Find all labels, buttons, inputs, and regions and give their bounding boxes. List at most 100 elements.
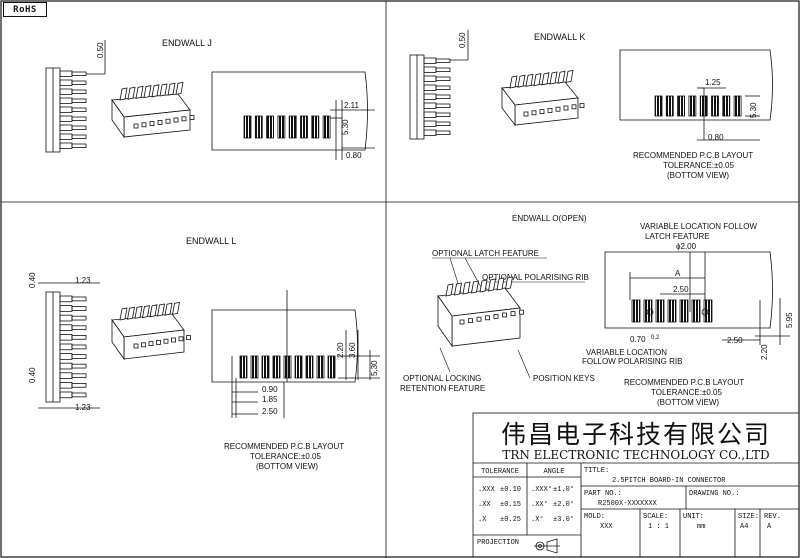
side-view: [45, 40, 106, 153]
terminal-hole: [510, 311, 516, 317]
projection-symbol-icon: [534, 538, 560, 554]
label-keys: POSITION KEYS: [533, 374, 595, 383]
title-value: 2.5PITCH BOARD-IN CONNECTOR: [612, 477, 726, 485]
part-label: PART NO.:: [584, 490, 622, 498]
terminal-hole: [502, 312, 507, 318]
comb-pin: [71, 363, 87, 369]
comb-tooth: [423, 57, 437, 64]
pcb-layout: [211, 290, 380, 418]
terminal-hole: [523, 111, 529, 117]
dim-b: 3.60: [348, 342, 357, 358]
pcb-pad: [654, 95, 663, 117]
comb-pin: [71, 143, 87, 148]
dim-595: 5.95: [785, 312, 794, 328]
angle-key: .XXX°: [531, 485, 552, 494]
comb-tooth: [59, 124, 73, 131]
comb-tooth: [59, 142, 73, 149]
connector-iso: [501, 69, 585, 127]
terminal-fin: [496, 277, 505, 291]
view-title: ENDWALL J: [162, 38, 212, 48]
dim-a: 2.20: [336, 342, 345, 358]
title-label: TITLE:: [584, 467, 609, 475]
dim-bot: 1.23: [75, 403, 91, 412]
part-value: R2500X-XXXXXXX: [598, 500, 658, 508]
terminal-fin: [517, 74, 526, 88]
comb-pin: [71, 325, 87, 331]
comb-pin: [435, 121, 451, 126]
company-name-en: TRN ELECTRONIC TECHNOLOGY CO.,LTD: [502, 448, 769, 462]
comb-tooth: [423, 84, 437, 91]
dim-250b: 2.50: [727, 336, 743, 345]
pcb-pad: [283, 355, 292, 379]
dim-v2: 0.40: [28, 367, 37, 383]
tolerance-value: ±0.25: [500, 516, 521, 524]
comb-tooth: [59, 133, 73, 140]
terminal-fin: [142, 305, 150, 319]
angle-value: ±2.0°: [553, 500, 574, 509]
pcb-pad: [643, 299, 653, 323]
comb-pin: [71, 107, 87, 112]
terminal-fin: [143, 85, 152, 99]
dim-b: 5.30: [749, 102, 758, 118]
view-title: ENDWALL L: [186, 236, 236, 246]
terminal-hole: [148, 341, 154, 347]
tolerance-rows: .XXX±0.10.XXX°±1.0°.XX±0.15.XX°±2.0°.X±0…: [478, 485, 574, 524]
comb-pin: [71, 373, 87, 379]
comb-pin: [435, 76, 451, 81]
comb-pin: [71, 98, 87, 103]
pcb-pad: [305, 355, 314, 379]
comb-tooth: [59, 372, 73, 379]
pcb-pad: [667, 299, 677, 323]
pcb-pad: [631, 299, 641, 323]
terminal-hole: [149, 121, 155, 126]
pcb-pad: [665, 95, 674, 117]
label-var1b: LATCH FEATURE: [645, 232, 710, 241]
comb-pin: [71, 382, 87, 388]
rohs-badge: RoHS: [3, 2, 47, 17]
unit-label: UNIT:: [683, 513, 704, 521]
view-title: ENDWALL O(OPEN): [512, 214, 587, 223]
pcb-pad: [266, 115, 275, 139]
pcb-pad: [688, 95, 697, 117]
label-lock2: RETENTION FEATURE: [400, 384, 485, 393]
terminal-hole: [189, 115, 195, 120]
tolerance-key: .XXX: [478, 486, 496, 494]
label-phi: ϕ2.00: [676, 242, 697, 251]
pcb-layout: [619, 49, 773, 141]
comb-pin: [71, 334, 87, 340]
terminal-hole: [171, 337, 176, 343]
dim-e: 1.85: [262, 395, 278, 404]
terminal-fin: [505, 276, 513, 290]
pcb-pad: [655, 299, 665, 323]
dim-d: 0.90: [262, 385, 278, 394]
pcb-pad: [254, 115, 263, 139]
dim-220: 2.20: [760, 344, 769, 360]
terminal-hole: [485, 315, 490, 321]
pcb-pad: [679, 299, 689, 323]
terminal-hole: [493, 313, 499, 319]
comb-pin: [435, 58, 451, 63]
dim-v1: 0.40: [28, 272, 37, 288]
terminal-fin: [479, 279, 488, 293]
angle-value: ±3.0°: [553, 515, 574, 524]
view-endwall-l: ENDWALL L 1.23 1.23 0.40 0.40: [28, 236, 380, 471]
terminal-fin: [462, 281, 471, 295]
terminal-fin: [445, 283, 454, 297]
comb-tooth: [59, 381, 73, 389]
pcb-pad: [261, 355, 270, 379]
pcb-pad: [239, 355, 248, 379]
tolerance-value: ±0.10: [500, 486, 521, 494]
connector-iso: [111, 81, 195, 139]
pcb-pad: [327, 355, 336, 379]
dim-070: 0.70: [630, 335, 646, 344]
pcb-pad: [711, 95, 719, 117]
comb-pin: [435, 103, 451, 108]
note-line3: (BOTTOM VIEW): [657, 398, 719, 407]
mold-label: MOLD:: [584, 513, 605, 521]
unit-value: mm: [697, 523, 705, 531]
terminal-fin: [119, 307, 128, 321]
terminal-hole: [571, 104, 577, 110]
note-line2: TOLERANCE:±0.05: [250, 452, 321, 461]
dim-02: 0.2: [651, 335, 660, 341]
